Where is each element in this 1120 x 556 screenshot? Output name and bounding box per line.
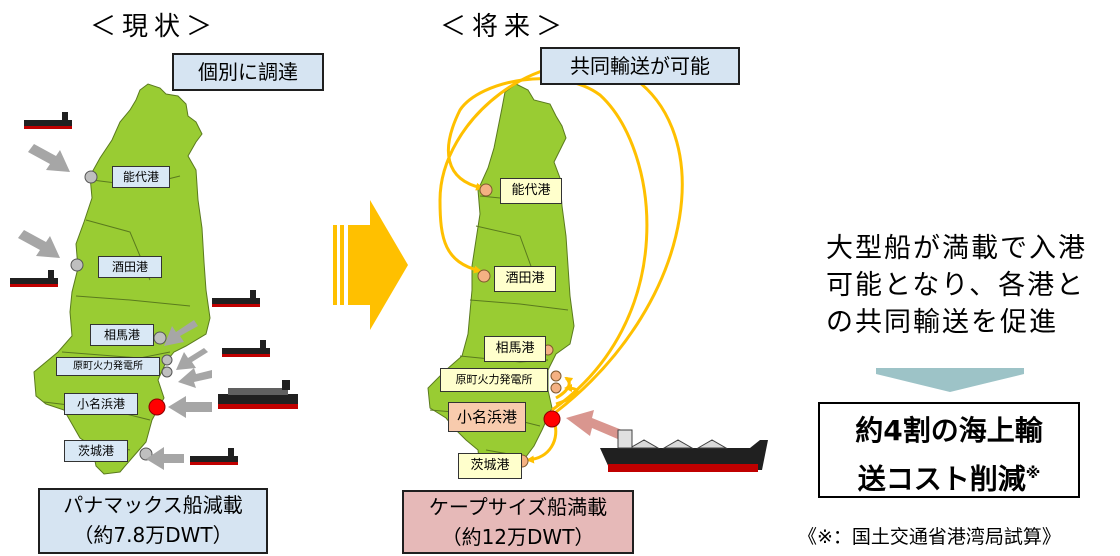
individual-procurement-label: 個別に調達 [172,53,324,91]
result-footnote-mark: ※ [1025,464,1041,482]
gray-arrow-1 [28,144,70,172]
future-vessel-line1: ケープサイズ船満載 [428,495,608,519]
current-vessel-box: パナマックス船減載 （約7.8万DWT） [38,488,268,554]
effect-description: 大型船が満載で入港 可能となり、各港と の共同輸送を促進 [826,230,1087,341]
future-haramachi-dot-2 [550,382,562,394]
gray-arrow-7 [146,447,184,470]
pink-arrow [566,410,622,440]
future-port-ibaraki: 茨城港 [458,453,522,479]
future-inbound [566,410,768,472]
route-to-haramachi-2 [555,384,579,406]
future-sakata-dot [477,269,491,283]
small-ship-3 [212,290,260,307]
effect-desc-line2: 可能となり、各港と [826,270,1086,301]
result-line2: 送コスト削減 [857,462,1026,496]
gray-arrow-2 [18,230,60,258]
gray-arrow-3 [164,320,198,346]
sakata-port-dot [70,258,84,272]
gray-arrow-6 [168,396,212,418]
result-line2-wrap: 送コスト削減※ [820,452,1078,500]
future-vessel-line2: （約12万DWT） [441,525,595,549]
small-ship-5 [190,448,238,465]
future-noshiro-dot [479,183,493,197]
current-port-soma: 相馬港 [90,324,154,346]
soma-port-dot [153,331,167,345]
future-heading: ＜将来＞ [440,12,569,42]
future-port-haramachi: 原町火力発電所 [440,368,548,392]
small-ship-1 [24,112,72,129]
future-port-noshiro: 能代港 [500,178,562,204]
cape-size-ship [600,429,768,472]
current-port-sakata: 酒田港 [98,256,162,278]
current-heading: ＜現状＞ [90,12,219,42]
current-port-ibaraki: 茨城港 [64,440,128,462]
current-port-haramachi: 原町火力発電所 [56,357,160,376]
gray-arrow-5 [178,368,212,388]
gray-arrow-4 [176,348,208,370]
source-note: 《※：国土交通省港湾局試算》 [798,526,1061,548]
future-haramachi-dot-1 [550,370,562,382]
result-down-arrow [876,368,1024,392]
current-vessel-line2: （約7.8万DWT） [73,523,233,547]
future-port-onahama: 小名浜港 [448,402,526,432]
small-ship-4 [222,340,270,357]
haramachi-port-dot-1 [161,354,173,366]
cost-reduction-box: 約4割の海上輸 送コスト削減※ [818,402,1080,498]
current-port-noshiro: 能代港 [112,166,170,188]
effect-desc-line3: の共同輸送を促進 [826,307,1058,338]
future-port-sakata: 酒田港 [494,266,556,292]
large-ship-left [218,380,298,409]
current-inbound-arrows [18,144,212,470]
result-line1: 約4割の海上輸 [855,414,1043,447]
future-onahama-dot [543,410,561,428]
onahama-port-dot [148,398,166,416]
route-to-noshiro [446,77,649,412]
future-port-soma: 相馬港 [484,336,546,362]
current-vessel-line1: パナマックス船減載 [63,493,243,517]
transition-arrow [333,200,408,330]
noshiro-port-dot [84,170,98,184]
haramachi-port-dot-2 [161,366,173,378]
future-vessel-box: ケープサイズ船満載 （約12万DWT） [402,490,634,554]
current-ships [10,112,298,465]
current-port-onahama: 小名浜港 [64,393,138,415]
small-ship-2 [10,270,58,287]
joint-transport-label: 共同輸送が可能 [540,47,740,85]
effect-desc-line1: 大型船が満載で入港 [826,233,1087,264]
